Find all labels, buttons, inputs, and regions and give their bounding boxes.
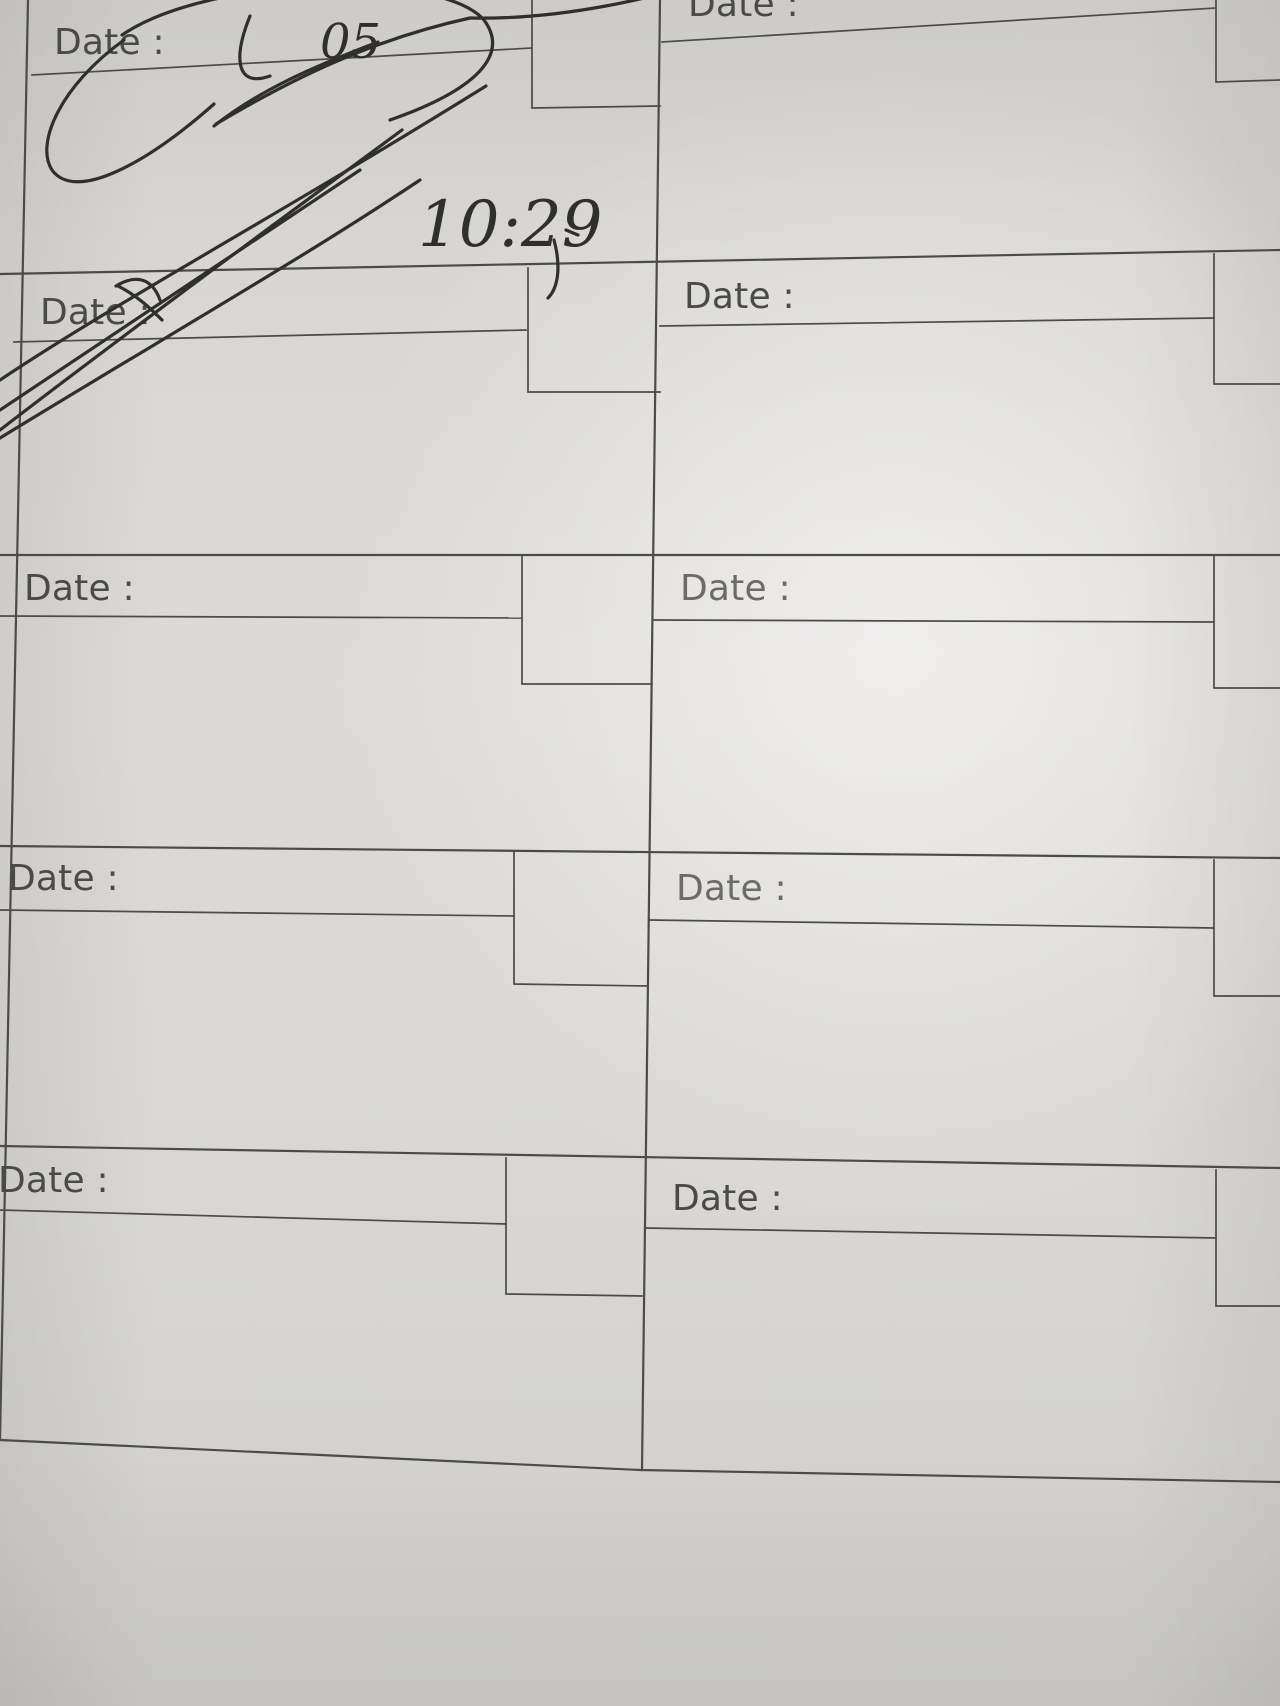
date-label: Date : (0, 1160, 109, 1201)
date-label: Date : (680, 568, 791, 609)
form-row-divider-3 (0, 844, 1280, 860)
form-bottom-border (0, 1438, 1280, 1484)
date-label: Date : (688, 0, 799, 25)
date-label: Date : (676, 868, 787, 909)
left-cell-5: Date : (0, 1157, 643, 1297)
right-cell-5: Date : (645, 1169, 1280, 1307)
form-vertical-middle (640, 0, 662, 1472)
left-cell-1: Date : (31, 0, 661, 109)
right-cell-1: Date : (661, 0, 1280, 83)
left-cell-2: Date : (13, 267, 661, 393)
right-cell-2: Date : (659, 253, 1280, 385)
left-cell-4: Date : (0, 851, 649, 987)
right-cell-4: Date : (649, 859, 1280, 997)
date-label: Date : (684, 276, 795, 317)
handwritten-time-value: 10:29 (418, 188, 602, 262)
handwritten-signature: 05 (0, 0, 642, 440)
left-cell-3: Date : (0, 554, 653, 685)
date-label: Date : (54, 22, 165, 63)
handwritten-time: 10:29 (418, 188, 602, 300)
right-cell-3: Date : (653, 555, 1280, 689)
date-label: Date : (672, 1178, 783, 1219)
handwritten-date-fragment: 05 (320, 14, 381, 70)
date-label: Date : (24, 568, 135, 609)
form-row-divider-4 (0, 1144, 1280, 1170)
date-label: Date : (8, 858, 119, 899)
form-vertical-left (0, 0, 30, 1442)
